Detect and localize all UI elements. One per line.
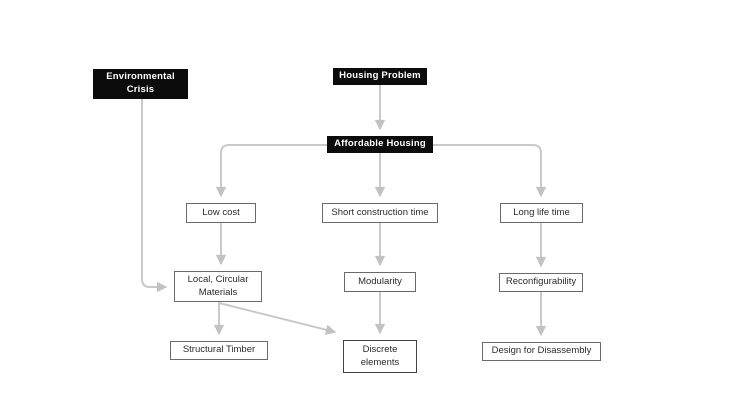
- node-discrete-elements: Discrete elements: [343, 340, 417, 373]
- edge-affordable-housing-to-long-life-time: [433, 144, 547, 198]
- node-design-for-disassembly: Design for Disassembly: [482, 342, 601, 361]
- node-short-construction-time: Short construction time: [322, 203, 438, 223]
- edge-affordable-housing-to-low-cost: [215, 144, 327, 198]
- node-local-circular-materials: Local, Circular Materials: [174, 271, 262, 302]
- node-structural-timber: Structural Timber: [170, 341, 268, 360]
- edge-environmental-crisis-to-local-circular-materials: [141, 99, 168, 293]
- edge-local-circular-materials-to-discrete-elements: [218, 302, 337, 335]
- node-modularity: Modularity: [344, 272, 416, 292]
- node-long-life-time: Long life time: [500, 203, 583, 223]
- node-housing-problem: Housing Problem: [333, 68, 427, 85]
- node-low-cost: Low cost: [186, 203, 256, 223]
- node-reconfigurability: Reconfigurability: [499, 273, 583, 292]
- node-environmental-crisis: Environmental Crisis: [93, 69, 188, 99]
- node-affordable-housing: Affordable Housing: [327, 136, 433, 153]
